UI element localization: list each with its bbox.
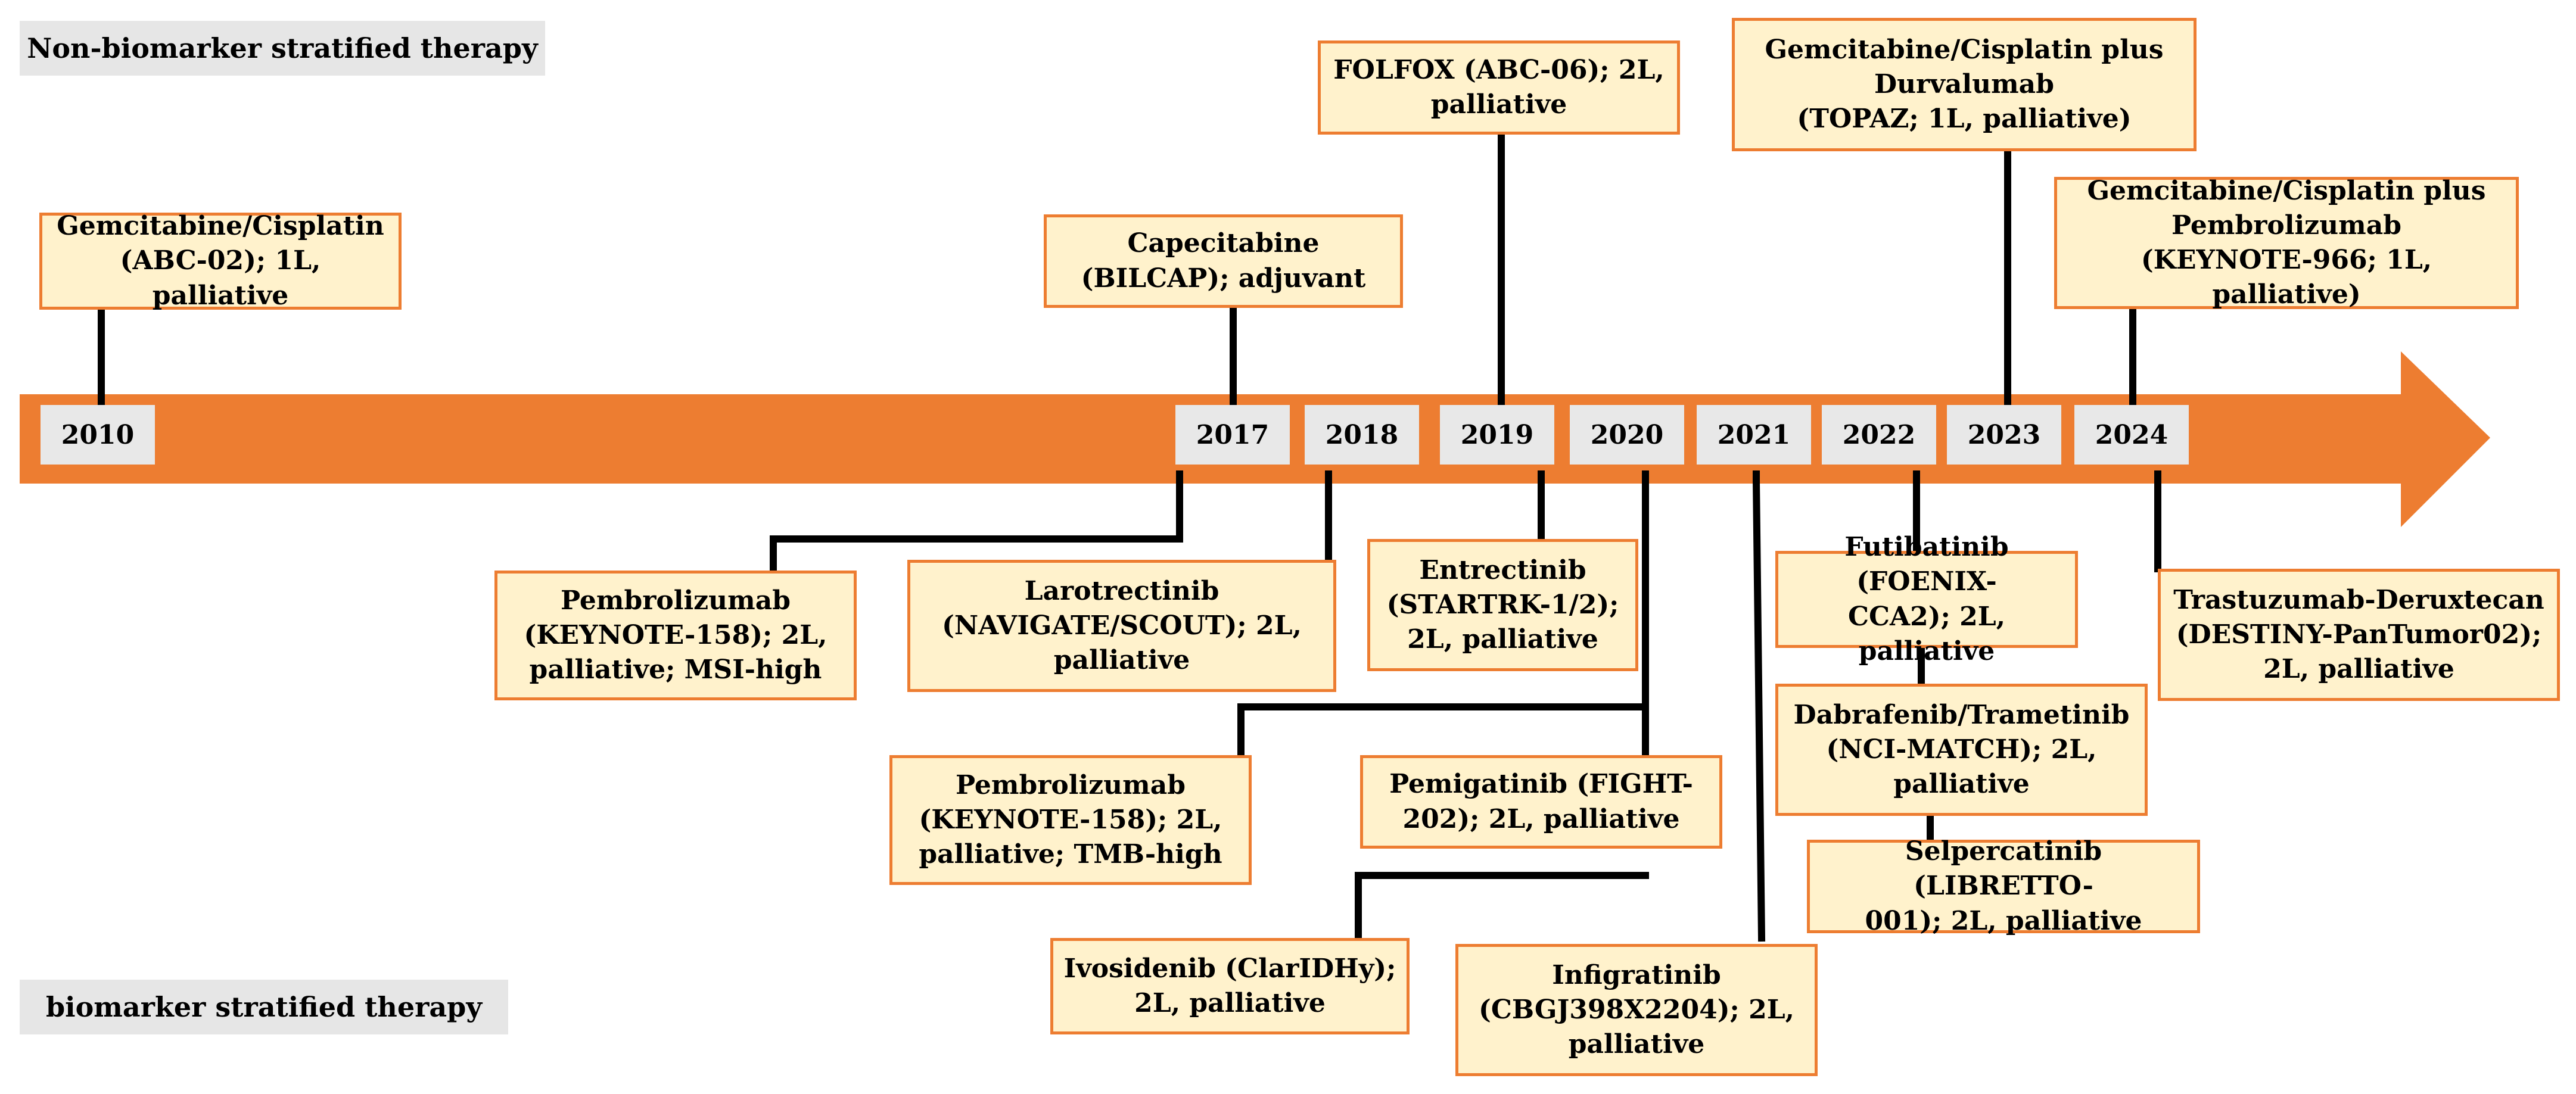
- year-2020: 2020: [1570, 405, 1684, 465]
- event-box-infigratinib: Infigratinib(CBGJ398X2204); 2L,palliativ…: [1455, 944, 1818, 1076]
- year-2023: 2023: [1947, 405, 2061, 465]
- event-box-ivosidenib: Ivosidenib (ClarIDHy);2L, palliative: [1050, 938, 1410, 1034]
- year-2017: 2017: [1175, 405, 1290, 465]
- event-box-folfox-abc06: FOLFOX (ABC-06); 2L,palliative: [1318, 40, 1680, 135]
- non-biomarker-section-label: Non-biomarker stratified therapy: [20, 21, 545, 76]
- event-box-capecitabine-bilcap: Capecitabine(BILCAP); adjuvant: [1044, 214, 1403, 308]
- event-box-entrectinib: Entrectinib(STARTRK-1/2);2L, palliative: [1367, 539, 1638, 671]
- year-2019: 2019: [1440, 405, 1554, 465]
- event-box-futibatinib: Futibatinib (FOENIX-CCA2); 2L, palliativ…: [1775, 532, 2078, 666]
- event-box-gemcitabine-cisplatin-abc02: Gemcitabine/Cisplatin(ABC-02); 1L, palli…: [39, 211, 402, 311]
- year-2018: 2018: [1305, 405, 1419, 465]
- event-box-pembrolizumab-tmb-high: Pembrolizumab(KEYNOTE-158); 2L,palliativ…: [889, 755, 1252, 885]
- year-2021: 2021: [1697, 405, 1811, 465]
- year-2024: 2024: [2074, 405, 2189, 465]
- connector-2017-bottom: [770, 470, 1183, 574]
- event-box-selpercatinib: Selpercatinib (LIBRETTO-001); 2L, pallia…: [1807, 836, 2200, 936]
- event-box-pemigatinib: Pemigatinib (FIGHT-202); 2L, palliative: [1360, 755, 1722, 849]
- biomarker-section-label: biomarker stratified therapy: [20, 980, 508, 1034]
- event-box-pembrolizumab-msi-high: Pembrolizumab(KEYNOTE-158); 2L,palliativ…: [494, 571, 857, 700]
- event-box-dabrafenib-trametinib: Dabrafenib/Trametinib(NCI-MATCH); 2L,pal…: [1775, 684, 2148, 816]
- event-box-larotrectinib: Larotrectinib(NAVIGATE/SCOUT); 2L,pallia…: [907, 560, 1336, 692]
- connector-2021: [1753, 470, 1766, 942]
- connector-2020-ivo: [1355, 872, 1649, 942]
- connector-2020-tmb: [1237, 703, 1649, 759]
- event-box-trastuzumab-deruxtecan: Trastuzumab-Deruxtecan(DESTINY-PanTumor0…: [2158, 569, 2560, 701]
- year-2022: 2022: [1822, 405, 1936, 465]
- year-2010: 2010: [41, 405, 155, 465]
